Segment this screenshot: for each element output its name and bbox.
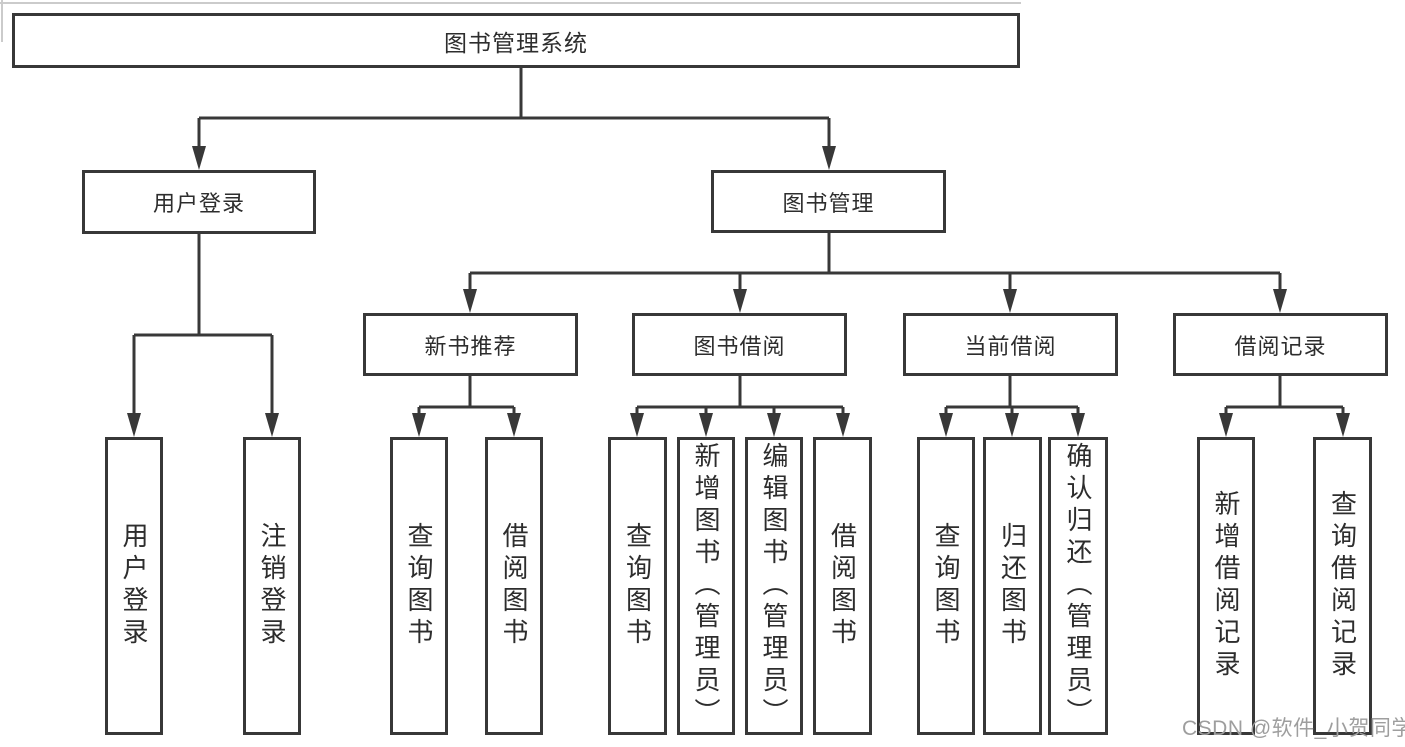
node-user-login: 用户登录	[82, 170, 316, 234]
arrowhead	[412, 413, 426, 437]
arrowhead	[699, 413, 713, 437]
node-book-management: 图书管理	[711, 170, 946, 233]
arrowhead	[1071, 413, 1085, 437]
arrowhead	[507, 413, 521, 437]
node-label: 注销登录	[257, 522, 287, 650]
arrowhead	[1005, 413, 1019, 437]
leaf-recommend-query-books: 查询图书	[390, 437, 448, 735]
leaf-records-query-borrow-record: 查询借阅记录	[1313, 437, 1372, 735]
arrowhead	[1003, 289, 1017, 313]
arrowhead	[767, 413, 781, 437]
node-label: 图书借阅	[693, 333, 786, 359]
arrowhead	[1273, 289, 1287, 313]
node-label: 确认归还（管理员）	[1063, 442, 1093, 730]
node-label: 借阅记录	[1234, 333, 1327, 359]
node-label: 用户登录	[119, 522, 149, 650]
arrowhead	[127, 413, 141, 437]
node-label: 图书管理系统	[444, 29, 588, 56]
arrowhead	[463, 289, 477, 313]
csdn-watermark: CSDN @软件_小贺同学	[1182, 717, 1405, 740]
leaf-current-confirm-return-admin: 确认归还（管理员）	[1048, 437, 1108, 735]
arrowheads	[127, 146, 1350, 437]
node-borrow-records: 借阅记录	[1173, 313, 1388, 376]
leaf-borrowing-borrow-books: 借阅图书	[813, 437, 872, 735]
node-label: 图书管理	[782, 190, 875, 216]
arrowhead	[939, 413, 953, 437]
node-label: 查询图书	[404, 522, 434, 650]
node-label: 新书推荐	[424, 333, 517, 359]
node-label: 归还图书	[997, 522, 1028, 650]
arrowhead	[733, 289, 747, 313]
arrowhead	[630, 413, 644, 437]
leaf-recommend-borrow-books: 借阅图书	[485, 437, 543, 735]
node-label: 借阅图书	[499, 522, 529, 650]
node-new-book-recommend: 新书推荐	[363, 313, 578, 376]
node-label: 用户登录	[152, 191, 245, 216]
leaf-current-query-books: 查询图书	[917, 437, 975, 735]
node-label: 编辑图书（管理员）	[759, 442, 789, 730]
leaf-current-return-books: 归还图书	[983, 437, 1042, 735]
node-label: 查询借阅记录	[1327, 490, 1358, 682]
node-label: 新增图书（管理员）	[691, 442, 721, 730]
arrowhead	[1219, 413, 1233, 437]
arrowhead	[265, 413, 279, 437]
arrowhead	[836, 413, 850, 437]
node-label: 查询图书	[622, 522, 653, 650]
node-book-borrowing: 图书借阅	[632, 313, 847, 376]
leaf-records-add-borrow-record: 新增借阅记录	[1197, 437, 1255, 735]
artifact-line-top	[0, 2, 1021, 4]
node-label: 查询图书	[931, 522, 961, 650]
leaf-borrowing-add-books-admin: 新增图书（管理员）	[677, 437, 735, 735]
node-system-root: 图书管理系统	[12, 13, 1020, 68]
arrowhead	[822, 146, 836, 170]
node-label: 当前借阅	[964, 333, 1057, 359]
leaf-borrowing-edit-books-admin: 编辑图书（管理员）	[745, 437, 803, 735]
arrowhead	[192, 146, 206, 170]
leaf-borrowing-query-books: 查询图书	[608, 437, 667, 735]
leaf-logout: 注销登录	[243, 437, 301, 735]
artifact-line-left	[1, 0, 3, 42]
node-current-borrowing: 当前借阅	[903, 313, 1118, 376]
arrowhead	[1336, 413, 1350, 437]
node-label: 新增借阅记录	[1211, 490, 1241, 682]
leaf-user-login: 用户登录	[105, 437, 163, 735]
node-label: 借阅图书	[827, 522, 858, 650]
